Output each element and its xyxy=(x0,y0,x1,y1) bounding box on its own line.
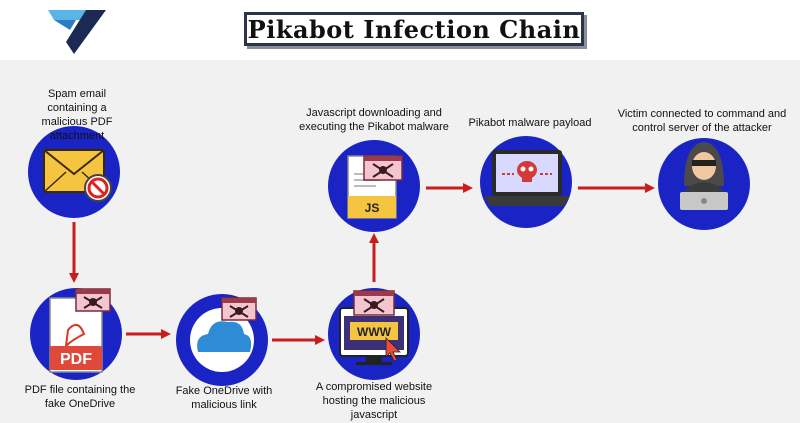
email-node xyxy=(28,126,120,218)
www-tag: WWW xyxy=(357,325,392,339)
malware-window-icon xyxy=(353,290,395,316)
envelope-blocked-icon xyxy=(43,149,112,202)
step-javascript-label: Javascript downloading and executing the… xyxy=(299,107,449,133)
malware-window-icon xyxy=(221,297,257,321)
malware-window-icon xyxy=(75,288,111,312)
onedrive-node xyxy=(176,294,268,386)
malware-window-icon xyxy=(363,155,403,181)
pdf-tag: PDF xyxy=(60,351,92,368)
website-node: WWW xyxy=(328,288,420,380)
payload-node xyxy=(480,136,572,228)
title-box: Pikabot Infection Chain xyxy=(244,12,584,46)
laptop-skull-icon xyxy=(484,150,570,206)
pdf-node: PDF xyxy=(30,288,122,380)
step-pdf-label: PDF file containing the fake OneDrive xyxy=(24,384,136,410)
company-logo xyxy=(48,10,106,54)
victim-node xyxy=(658,138,750,230)
step-onedrive-label: Fake OneDrive with malicious link xyxy=(175,385,273,411)
step-email-label: Spam email containing a malicious PDF at… xyxy=(41,88,113,142)
javascript-node: JS xyxy=(328,140,420,232)
step-website-label: A compromised website hosting the malici… xyxy=(315,381,433,421)
compromised-website-icon: WWW xyxy=(339,307,409,365)
step-victim-label: Victim connected to command and control … xyxy=(617,108,787,134)
step-payload-label: Pikabot malware payload xyxy=(468,117,592,129)
hacker-icon xyxy=(680,142,728,210)
js-tag: JS xyxy=(365,201,380,215)
cloud-icon xyxy=(197,321,252,352)
page-title: Pikabot Infection Chain xyxy=(247,14,581,44)
